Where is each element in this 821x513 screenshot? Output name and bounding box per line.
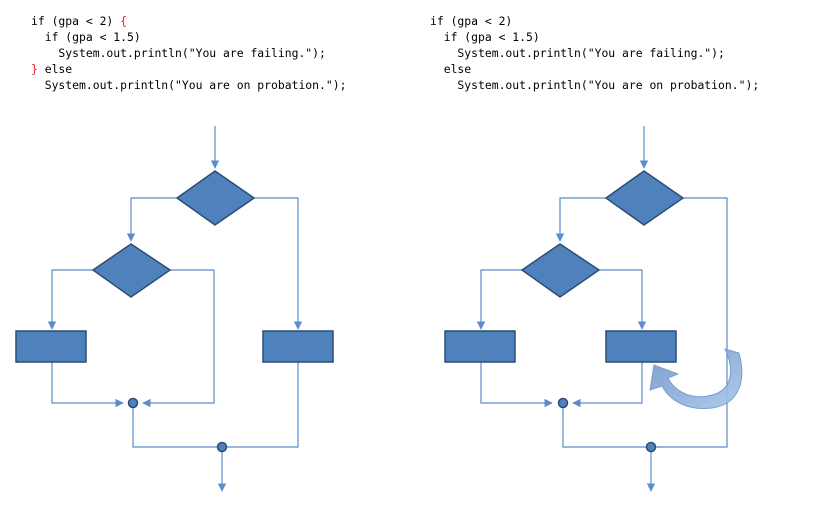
right-code-line-1: if (gpa < 2): [430, 14, 513, 28]
right-inner-false-connector: [599, 269, 647, 330]
left-code-line-5: System.out.println("You are on probation…: [31, 78, 347, 92]
left-code-block: if (gpa < 2) { if (gpa < 1.5) System.out…: [31, 13, 346, 93]
left-code-else: else: [37, 62, 73, 76]
right-connectors: [476, 126, 728, 492]
right-code-line-3: System.out.println("You are failing.");: [430, 46, 725, 60]
curved-arrow-icon: [649, 348, 743, 410]
right-flowchart: [444, 126, 743, 492]
left-code-if-outer: if (gpa < 2): [31, 14, 121, 28]
left-flowchart: [15, 126, 334, 492]
left-failing-box: [15, 330, 87, 363]
left-inner-decision: [91, 243, 172, 298]
left-outer-true-connector: [126, 197, 177, 242]
right-probation-box: [605, 330, 677, 363]
right-join-connector: [562, 408, 646, 448]
right-outer-false-connector: [656, 197, 728, 448]
right-code-line-2: if (gpa < 1.5): [430, 30, 540, 44]
left-code-line-1: if (gpa < 2) {: [31, 13, 346, 29]
left-code-open-brace: {: [120, 14, 128, 28]
left-connectors: [47, 126, 303, 492]
right-probation-connector: [572, 362, 643, 408]
right-outer-decision: [604, 170, 685, 226]
right-inner-decision: [520, 243, 601, 298]
left-outer-false-connector: [254, 197, 303, 330]
right-inner-true-connector: [476, 269, 522, 330]
right-outer-true-connector: [555, 197, 606, 242]
left-code-line-4: } else: [31, 61, 346, 77]
left-probation-box: [262, 330, 334, 363]
right-failing-box: [444, 330, 516, 363]
left-failing-connector: [51, 362, 124, 408]
right-code-block: if (gpa < 2) if (gpa < 1.5) System.out.p…: [430, 13, 759, 93]
left-inner-true-connector: [47, 269, 93, 330]
left-inner-merge-dot: [127, 397, 139, 409]
left-code-line-2: if (gpa < 1.5): [31, 30, 141, 44]
left-code-line-3: System.out.println("You are failing.");: [31, 46, 326, 60]
left-code-close-brace: }: [31, 62, 38, 76]
right-code-line-4: else: [430, 62, 472, 76]
left-outer-decision: [175, 170, 256, 226]
right-code-line-5: System.out.println("You are on probation…: [430, 78, 760, 92]
left-join-connector: [132, 408, 217, 448]
left-inner-false-connector: [142, 269, 215, 408]
right-failing-connector: [480, 362, 553, 408]
right-inner-merge-dot: [557, 397, 569, 409]
left-probation-connector: [227, 362, 299, 448]
right-outer-merge-dot: [645, 441, 657, 453]
left-outer-merge-dot: [216, 441, 228, 453]
